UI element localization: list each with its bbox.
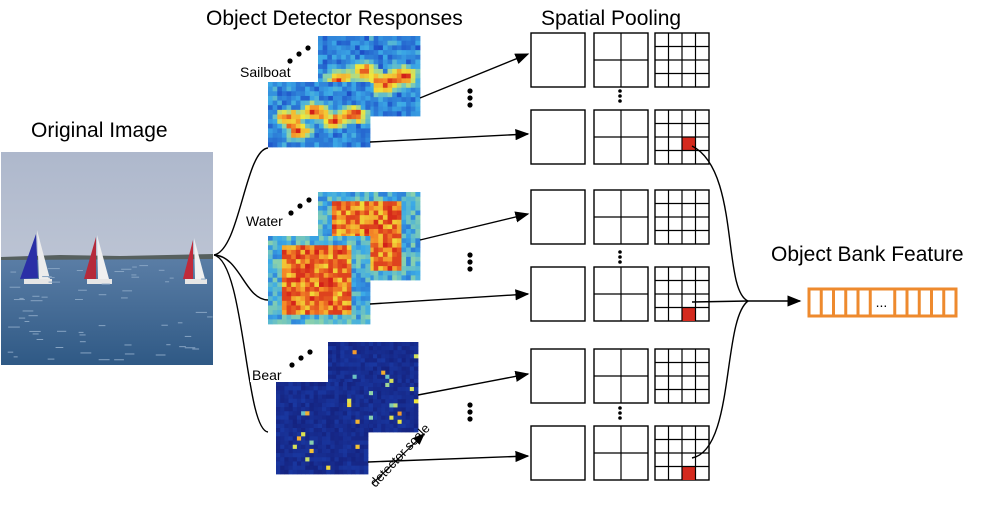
pooling-grid-5-2x2 [593,425,649,481]
original-image [1,152,213,365]
arrow-3 [369,289,530,305]
pooling-grid-1-4x4 [654,109,710,165]
pooling-grid-4-1x1 [530,348,586,404]
horizon-shore [1,254,213,260]
connector-bear [213,254,269,433]
pooling-grid-3-4x4 [654,266,710,322]
sea-ripples [7,265,213,361]
sailboat-1 [20,230,52,284]
pooled-max-cell [682,137,696,151]
pooling-grid-3-2x2 [593,266,649,322]
connector-sailboat [213,147,269,256]
pooling-grid-4-2x2 [593,348,649,404]
detector-map-front-sailboat [268,82,371,148]
pooling-grid-3-1x1 [530,266,586,322]
ellipsis-grid-2 [618,250,622,264]
image-to-detectors-connectors [213,147,269,433]
object-bank-feature-vector: ... [807,287,958,318]
arrow-2 [419,211,530,241]
detector-responses-title: Object Detector Responses [206,7,463,30]
spatial-pooling-title: Spatial Pooling [541,7,682,30]
pooling-grid-0-4x4 [654,32,710,88]
original-image-title: Original Image [31,119,168,142]
ellipsis-bear [289,349,313,368]
ellipsis-sailboat [287,45,311,64]
ellipsis-vertical-3 [467,402,473,422]
ellipsis-grid-1 [618,89,622,103]
pooling-grid-0-1x1 [530,32,586,88]
detector-map-front-bear [276,382,369,475]
pooling-grid-2-4x4 [654,189,710,245]
pooling-grid-1-1x1 [530,109,586,165]
pooling-grid-0-2x2 [593,32,649,88]
pooling-grid-4-4x4 [654,348,710,404]
detector-scale-arrow [371,433,425,485]
pooling-to-feature-connectors [691,145,749,459]
pooled-max-cell [682,307,696,321]
connector-mid [691,300,749,303]
feature-vector-ellipsis: ... [876,294,888,310]
pipeline-structure [213,32,802,485]
pooling-grid-2-1x1 [530,189,586,245]
pooled-max-cell [682,466,696,480]
connector-top [691,145,749,302]
map-to-pooling-arrows [367,53,530,463]
connector-bottom [691,300,749,459]
ellipsis-vertical-2 [467,252,473,272]
ellipsis-vertical-1 [467,88,473,108]
ellipsis-grid-3 [618,406,622,420]
pooling-grid-5-4x4 [654,425,710,481]
arrow-1 [369,129,530,143]
ellipsis-water [288,197,312,216]
detector-response-maps [268,36,421,475]
sailboat-2 [84,235,112,284]
arrow-0 [419,53,530,99]
spatial-pooling-grids [530,32,710,481]
sailboat-3 [183,238,207,284]
pooling-grid-2-2x2 [593,189,649,245]
detector-map-front-water [268,236,371,325]
arrow-5 [367,450,530,463]
object-bank-feature-title: Object Bank Feature [771,243,964,266]
pooling-grid-5-1x1 [530,425,586,481]
pooling-grid-1-2x2 [593,109,649,165]
object-label-sailboat: Sailboat [238,64,293,80]
object-label-bear: Bear [250,367,284,383]
object-label-water: Water [244,213,285,229]
connector-water [213,254,269,301]
arrow-4 [417,370,530,396]
